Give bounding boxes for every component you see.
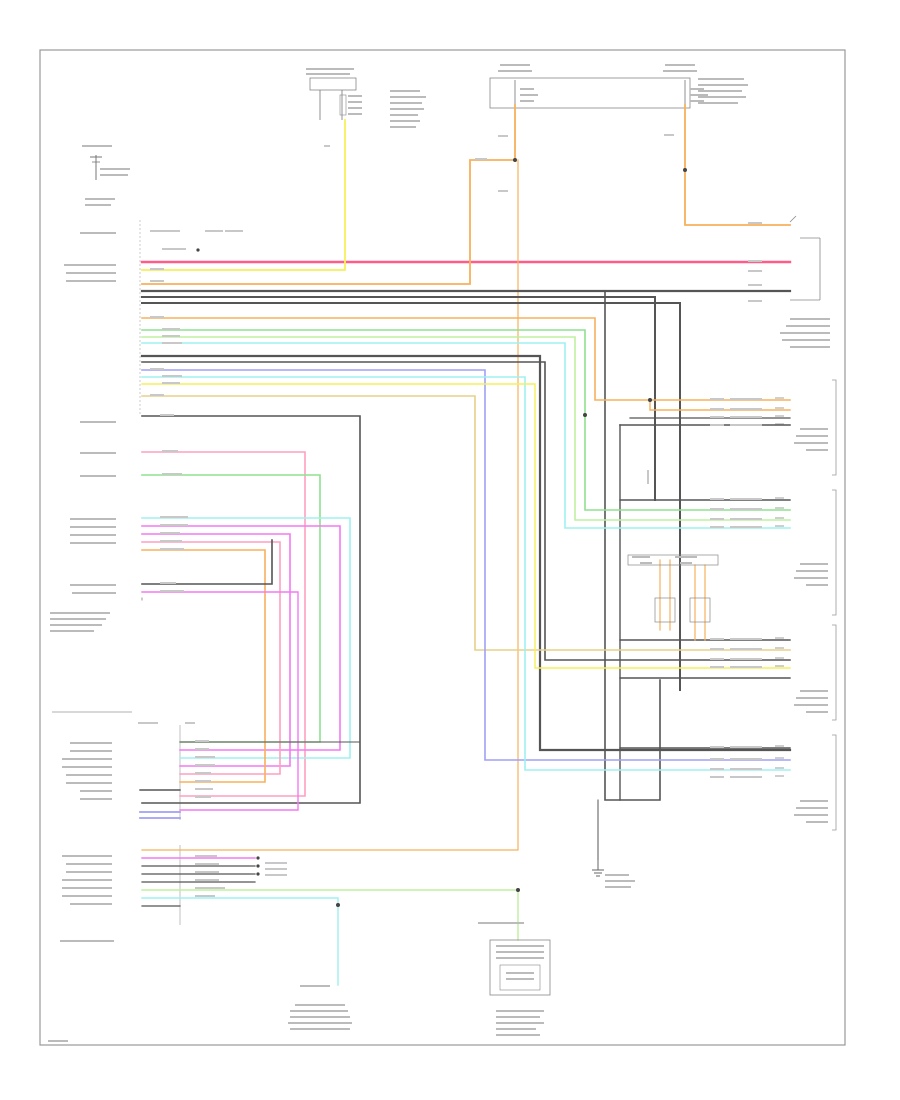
ground-icon: [592, 860, 604, 877]
ground-label-blocks: [605, 874, 635, 888]
top-fuse-block-right: [489, 64, 748, 109]
speaker-label-blocks: [780, 318, 830, 823]
diagram-border: [39, 49, 846, 1046]
lower-module-box: [478, 922, 551, 1036]
speaker-brackets: [832, 379, 837, 831]
connector-pins: [775, 215, 821, 777]
radio-connector-lower: [52, 711, 181, 942]
radio-connector-upper: [50, 220, 141, 632]
wire-code-blocks: [138, 134, 762, 897]
junction-dots: [196, 158, 687, 907]
relay-label-blocks: [632, 556, 697, 564]
lower-left-label-blocks: [48, 985, 352, 1042]
relay-block: [627, 554, 719, 623]
top-fuse-block-left: [306, 68, 426, 128]
antenna-icon: [82, 145, 130, 206]
wires: [139, 104, 792, 986]
